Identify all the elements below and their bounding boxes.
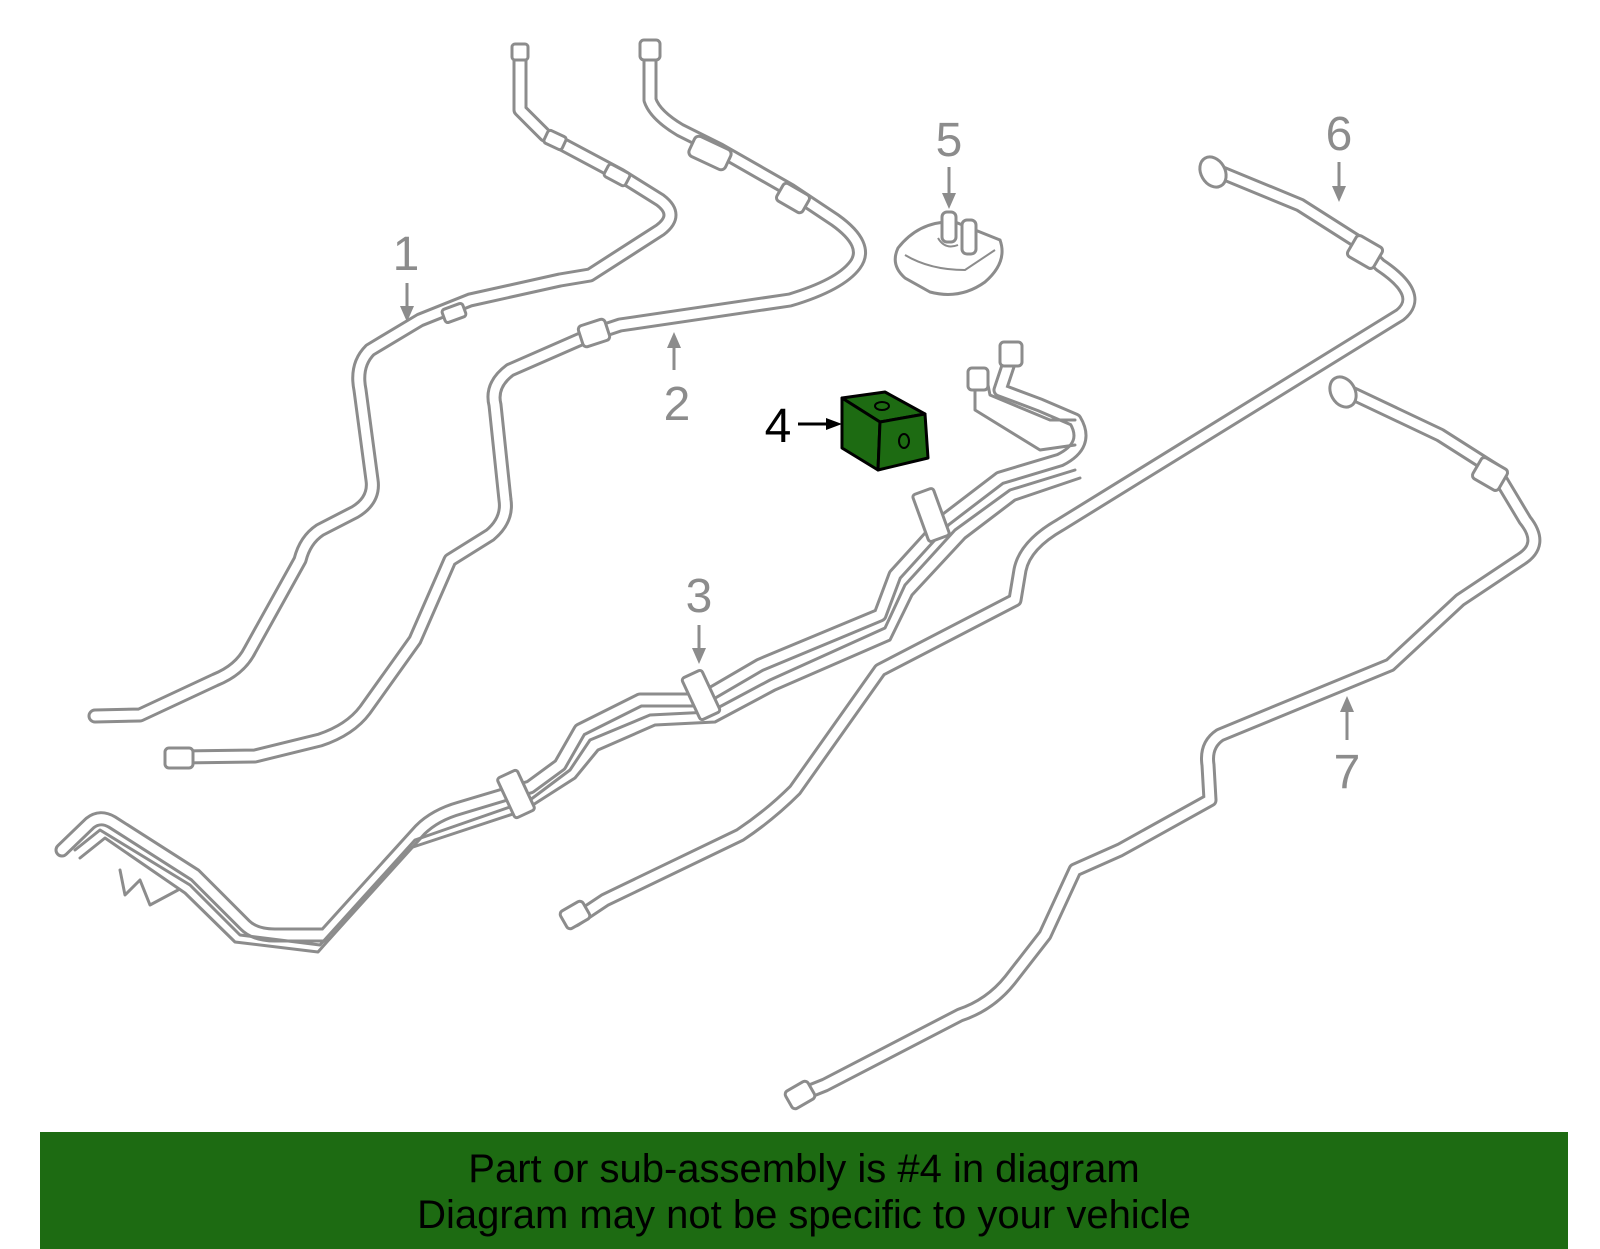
- part-5-grommet: [893, 210, 1004, 296]
- callout-4: 4: [765, 400, 792, 453]
- part-3-line-bundle: [54, 340, 1088, 954]
- callout-5: 5: [936, 114, 963, 167]
- part-1-cooler-line: [87, 42, 678, 724]
- banner-line-2: Diagram may not be specific to your vehi…: [417, 1193, 1191, 1237]
- callout-3: 3: [686, 570, 713, 623]
- callout-labels: 1 2 3 4 5 6 7: [393, 108, 1361, 799]
- callout-2: 2: [664, 378, 691, 431]
- callout-6: 6: [1326, 108, 1353, 161]
- banner-line-1: Part or sub-assembly is #4 in diagram: [468, 1147, 1140, 1191]
- part-6-cooler-line: [558, 155, 1417, 931]
- part-4-block: [840, 390, 930, 472]
- callout-7: 7: [1334, 746, 1361, 799]
- part-2-cooler-line: [163, 38, 867, 770]
- callout-arrows: [400, 162, 1354, 740]
- info-banner: Part or sub-assembly is #4 in diagram Di…: [40, 1132, 1568, 1249]
- callout-1: 1: [393, 228, 420, 281]
- part-7-cooler-line: [783, 375, 1542, 1111]
